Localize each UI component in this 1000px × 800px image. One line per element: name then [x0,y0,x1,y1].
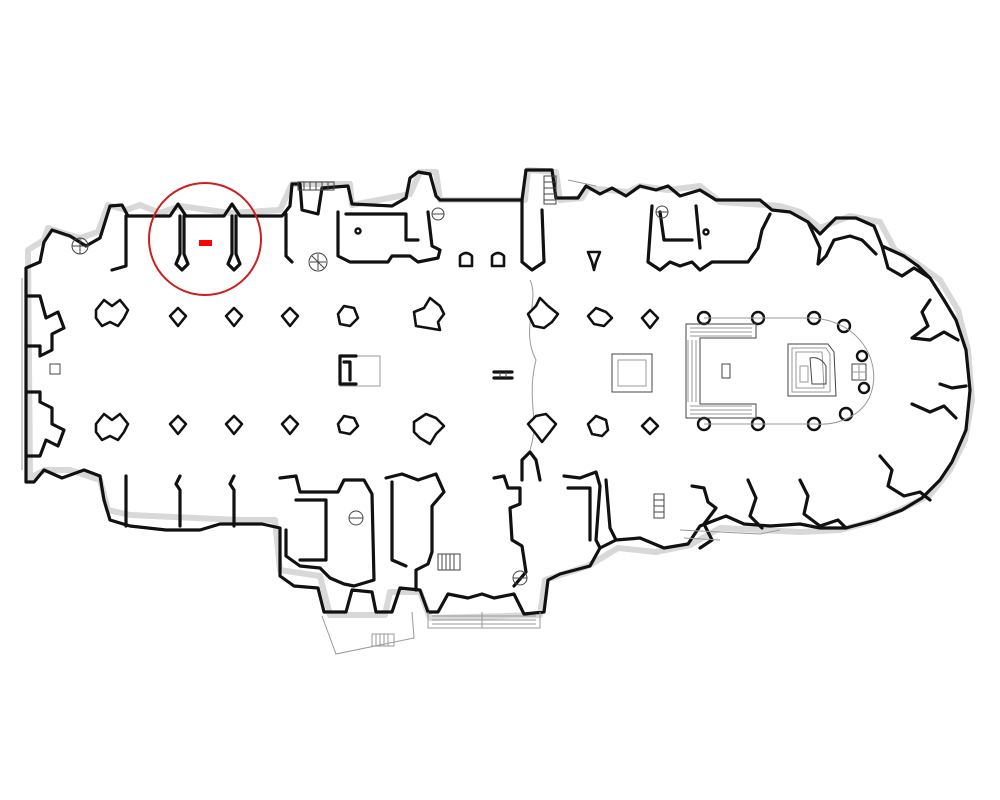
outer-wall-shadow [25,167,975,621]
north-bay-wall-3 [226,214,242,272]
north-niche-3 [586,250,602,272]
south-room-a-inner [294,498,328,562]
south-room-e [604,478,618,542]
pier [168,306,188,328]
pier [280,414,300,436]
north-choir-inner [658,210,694,242]
pier [640,416,660,436]
choir-column [857,381,871,395]
north-niche-2 [490,251,506,268]
north-choir-room [646,204,772,272]
south-room-a [278,474,376,588]
spiral-stair-north-a [431,207,445,221]
apse-chapel-3 [910,298,960,342]
crossing-divider-south [520,450,542,482]
apse-chapel-4 [938,382,968,390]
pier [640,308,660,330]
pier [526,296,560,330]
pier [336,304,360,328]
west-porch-north [24,294,66,358]
west-door [49,363,61,375]
south-bay-wall-3 [228,474,236,528]
location-marker [199,240,212,246]
choir-column [836,318,852,334]
pier [224,414,244,436]
outer-wall [24,168,972,616]
highlight-ring [148,182,262,296]
nave-piers-north [94,296,660,332]
south-room-c [492,474,528,588]
south-bay-wall-2 [174,474,182,528]
apse-chapel-8 [746,478,764,530]
spiral-stair-south-a [348,510,364,526]
south-east-stair [653,493,781,541]
apse-chapel-2 [880,244,932,280]
apse-chapel-5 [910,402,958,420]
pier [94,298,130,328]
apse-chapel-6 [878,454,932,502]
spiral-stair-south-b [512,570,528,586]
north-room-a [336,210,442,264]
crossing-marker [492,370,514,380]
pier [168,414,188,436]
choir-columns [696,310,871,432]
pier [280,306,300,328]
north-bay-wall-4 [284,212,294,264]
south-room-b-inner [390,480,408,568]
choir-column [838,406,854,422]
south-stair-b [437,553,461,571]
pier [412,296,446,332]
spiral-stair-north-porch [308,252,328,272]
choir-column [855,349,869,363]
north-room-a-inner [344,212,420,242]
south-room-b [384,472,446,592]
crossing-altar [611,353,653,393]
north-west-stair [297,181,335,191]
axial-altar [851,363,867,381]
pier [224,306,244,328]
north-bay-wall-2 [174,214,190,272]
high-altar [787,343,837,397]
choir-ambulatory-line [704,317,875,425]
south-room-d-inner [566,486,592,542]
pier [412,412,446,446]
pier [94,412,130,442]
pier [526,412,558,444]
spiral-stair-north-west [71,237,89,255]
pier [586,306,614,328]
pier [586,414,610,438]
pier [336,414,360,436]
north-bay-wall-1 [110,214,128,272]
north-choir-divider [694,204,702,250]
choir-lectern [721,363,731,379]
choir-stalls [685,323,757,419]
south-annex [321,611,415,655]
font-north [354,227,362,235]
apse-chapel-1 [806,220,878,266]
north-niche-1 [458,251,474,268]
north-stair [543,175,597,205]
nave-piers-south [94,412,660,446]
crossing-divider [520,198,546,272]
pulpit [338,354,381,387]
south-room-d [562,470,602,550]
font-choir-north [702,228,710,236]
apse-chapel-7 [798,478,848,530]
west-porch-south [24,390,66,458]
spiral-stair-north-b [655,205,669,219]
south-porch-steps [427,612,541,629]
